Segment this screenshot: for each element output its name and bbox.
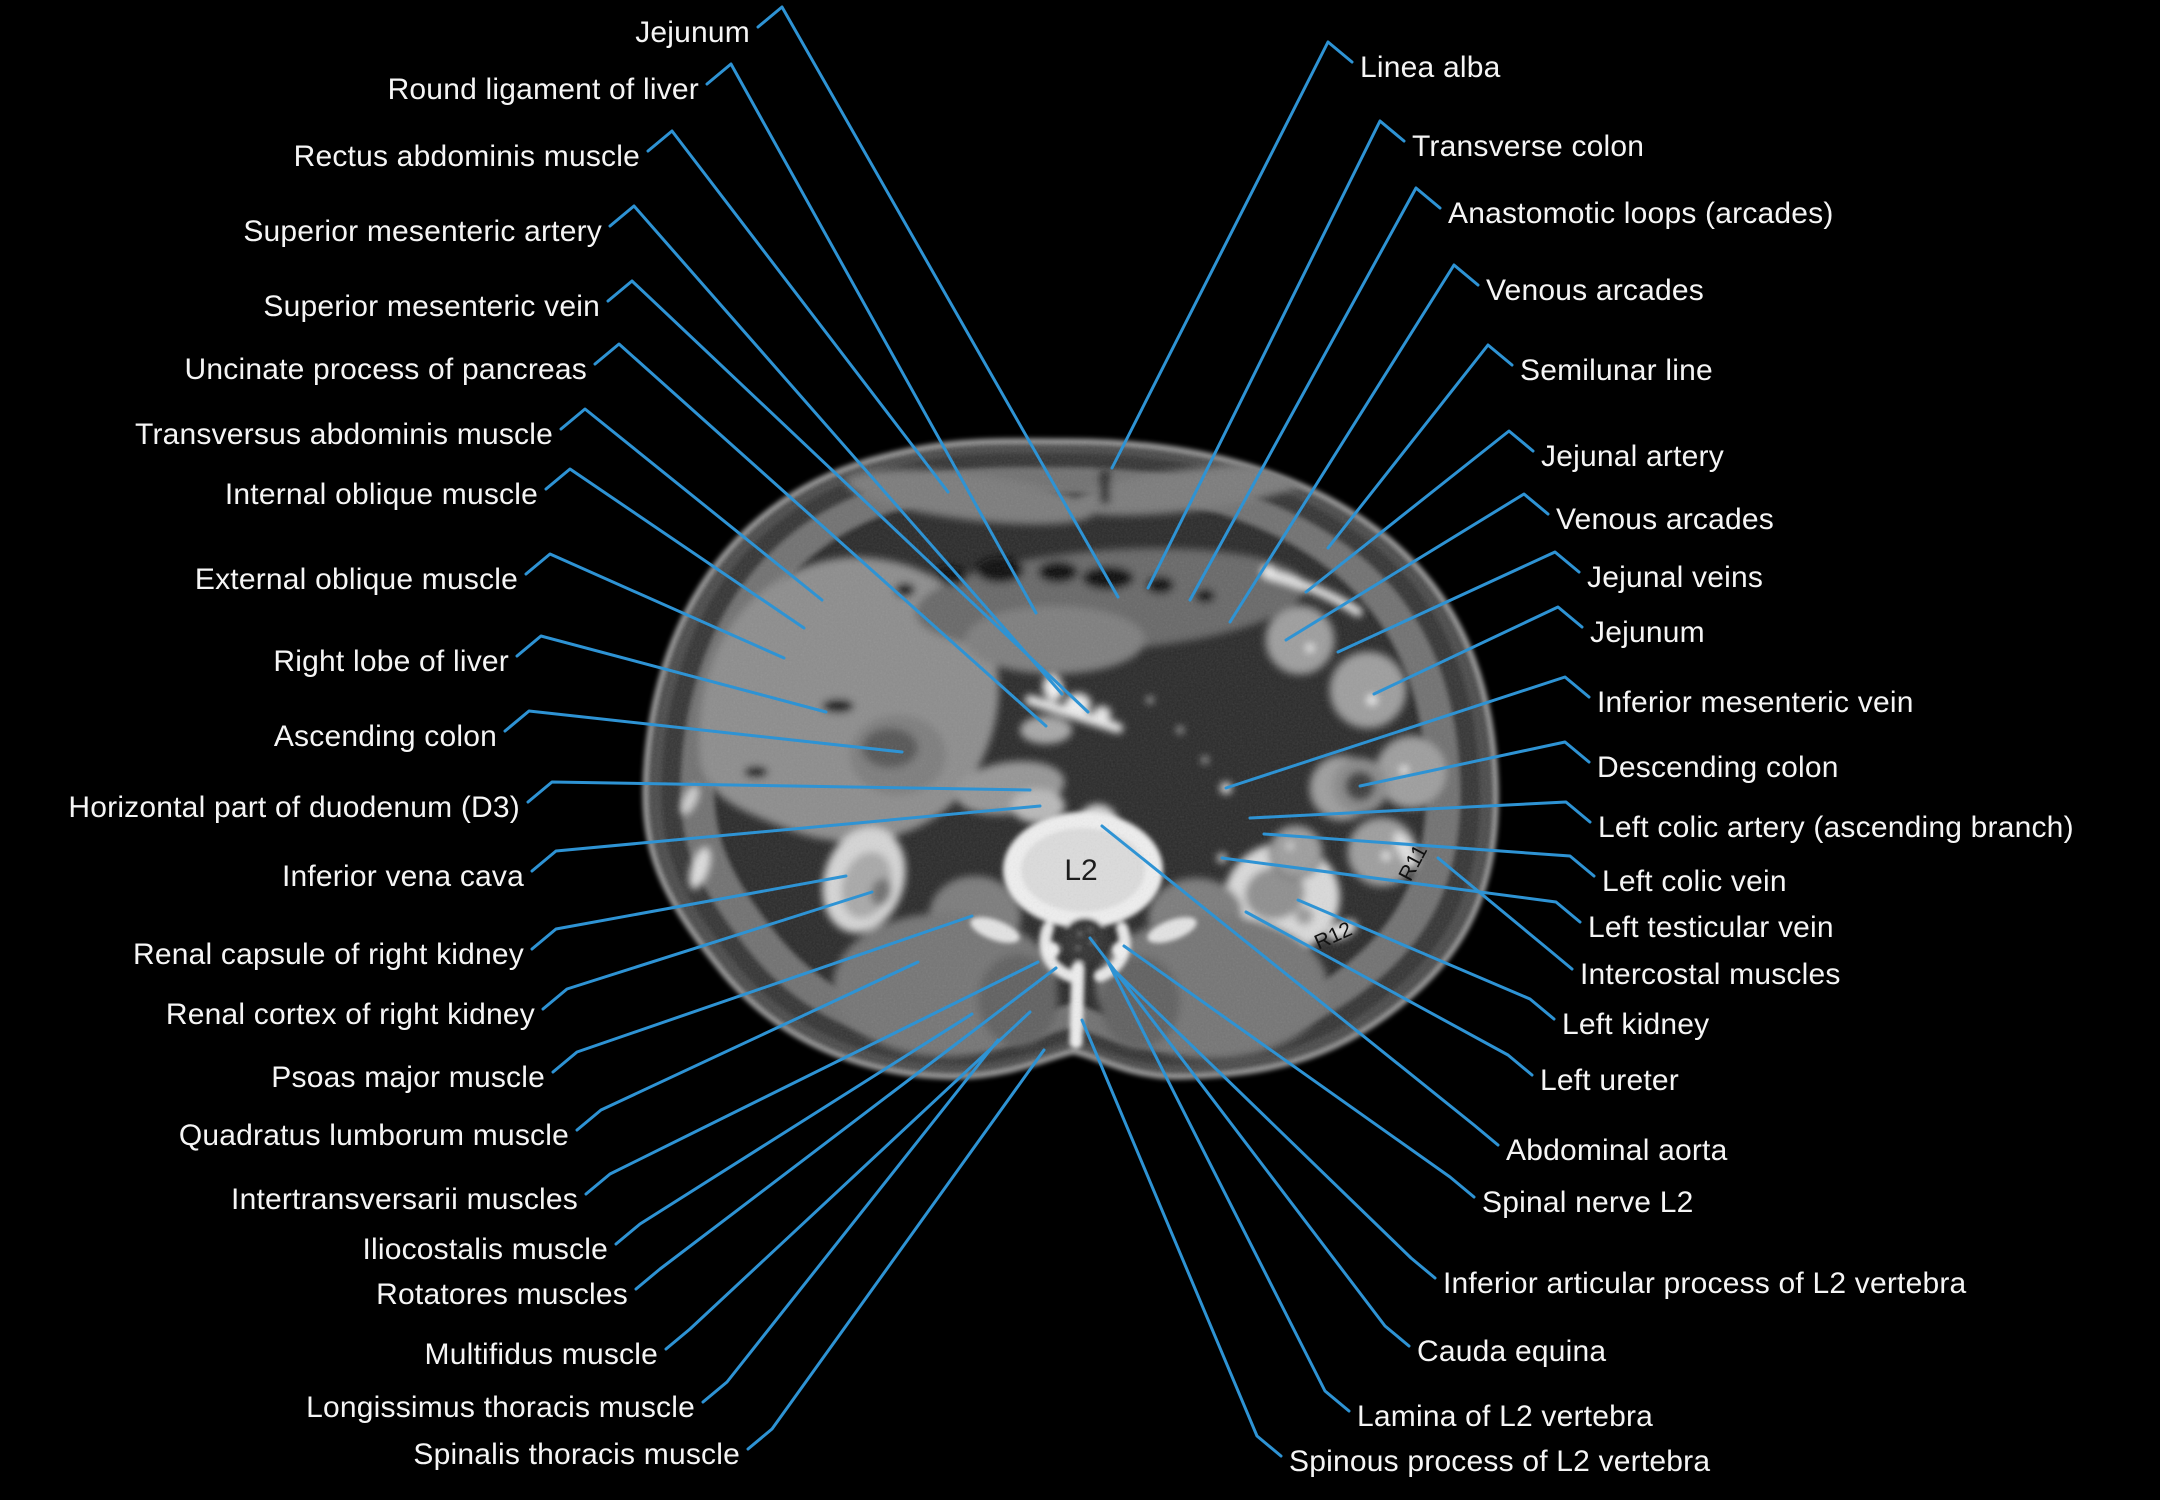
label-horizontal-part-of-duodenum-d3: Horizontal part of duodenum (D3) xyxy=(68,790,520,824)
internal-anatomy xyxy=(644,440,1497,1078)
label-left-kidney: Left kidney xyxy=(1562,1007,1710,1041)
leader-line-semilunar-line xyxy=(1326,343,1514,550)
leader-line-longissimus-thoracis-muscle xyxy=(701,1038,1000,1404)
leader-line-descending-colon xyxy=(1358,740,1591,788)
leader-line-intertransversarii-muscles xyxy=(584,960,1040,1196)
label-spinous-process-of-l2-vertebra: Spinous process of L2 vertebra xyxy=(1289,1444,1711,1478)
label-right-lobe-of-liver: Right lobe of liver xyxy=(273,644,509,678)
leader-line-rectus-abdominis-muscle xyxy=(646,129,950,494)
label-inferior-vena-cava: Inferior vena cava xyxy=(281,859,524,893)
leader-line-lamina-of-l2-vertebra xyxy=(1106,960,1351,1413)
label-ascending-colon: Ascending colon xyxy=(273,719,497,753)
label-quadratus-lumborum-muscle: Quadratus lumborum muscle xyxy=(178,1118,569,1152)
label-iliocostalis-muscle: Iliocostalis muscle xyxy=(362,1232,608,1266)
label-renal-capsule-of-right-kidney: Renal capsule of right kidney xyxy=(132,937,524,971)
leader-line-horizontal-part-of-duodenum-d3 xyxy=(526,780,1032,804)
label-uncinate-process-of-pancreas: Uncinate process of pancreas xyxy=(184,352,587,386)
label-intertransversarii-muscles: Intertransversarii muscles xyxy=(231,1182,578,1216)
leader-line-ascending-colon xyxy=(503,709,904,754)
leader-line-multifidus-muscle xyxy=(664,1010,1032,1351)
leader-line-quadratus-lumborum-muscle xyxy=(575,960,920,1132)
label-descending-colon: Descending colon xyxy=(1597,750,1839,784)
label-jejunum: Jejunum xyxy=(1590,615,1705,649)
label-transverse-colon: Transverse colon xyxy=(1412,129,1645,163)
label-left-testicular-vein: Left testicular vein xyxy=(1588,910,1834,944)
label-spinal-nerve-l2: Spinal nerve L2 xyxy=(1482,1185,1694,1219)
label-transversus-abdominis-muscle: Transversus abdominis muscle xyxy=(135,417,553,451)
label-rectus-abdominis-muscle: Rectus abdominis muscle xyxy=(293,139,640,173)
leader-line-jejunum xyxy=(1372,605,1584,696)
leader-line-superior-mesenteric-artery xyxy=(608,204,1064,696)
label-left-colic-artery-ascending-branch: Left colic artery (ascending branch) xyxy=(1598,810,2074,844)
leader-line-psoas-major-muscle xyxy=(551,914,974,1074)
label-intercostal-muscles: Intercostal muscles xyxy=(1580,957,1841,991)
leader-line-rotatores-muscles xyxy=(634,966,1058,1291)
leader-line-cauda-equina xyxy=(1088,936,1411,1348)
leader-line-spinal-nerve-l2 xyxy=(1122,944,1476,1199)
label-multifidus-muscle: Multifidus muscle xyxy=(424,1337,658,1371)
leader-line-jejunal-artery xyxy=(1304,429,1535,594)
leader-line-left-kidney xyxy=(1296,898,1556,1021)
label-abdominal-aorta: Abdominal aorta xyxy=(1506,1133,1728,1167)
label-semilunar-line: Semilunar line xyxy=(1520,353,1713,387)
leader-line-spinalis-thoracis-muscle xyxy=(746,1048,1046,1451)
label-round-ligament-of-liver: Round ligament of liver xyxy=(387,72,699,106)
label-psoas-major-muscle: Psoas major muscle xyxy=(271,1060,545,1094)
label-superior-mesenteric-vein: Superior mesenteric vein xyxy=(263,289,600,323)
leader-line-inferior-vena-cava xyxy=(530,804,1042,873)
leader-line-inferior-mesenteric-vein xyxy=(1224,675,1591,790)
leader-line-anastomotic-loops-arcades xyxy=(1188,186,1442,602)
leader-line-renal-cortex-of-right-kidney xyxy=(541,890,874,1011)
label-venous-arcades: Venous arcades xyxy=(1486,273,1704,307)
leader-line-transverse-colon xyxy=(1146,119,1406,590)
label-left-ureter: Left ureter xyxy=(1540,1063,1679,1097)
leader-line-external-oblique-muscle xyxy=(524,552,786,660)
label-venous-arcades: Venous arcades xyxy=(1556,502,1774,536)
label-inferior-mesenteric-vein: Inferior mesenteric vein xyxy=(1597,685,1914,719)
leader-line-uncinate-process-of-pancreas xyxy=(593,342,1048,728)
label-spinalis-thoracis-muscle: Spinalis thoracis muscle xyxy=(413,1437,740,1471)
label-longissimus-thoracis-muscle: Longissimus thoracis muscle xyxy=(306,1390,695,1424)
leader-line-inferior-articular-process-of-l2-vertebra xyxy=(1114,970,1437,1280)
leader-line-internal-oblique-muscle xyxy=(544,467,806,630)
label-left-colic-vein: Left colic vein xyxy=(1602,864,1787,898)
label-lamina-of-l2-vertebra: Lamina of L2 vertebra xyxy=(1357,1399,1654,1433)
label-internal-oblique-muscle: Internal oblique muscle xyxy=(224,477,538,511)
label-cauda-equina: Cauda equina xyxy=(1417,1334,1607,1368)
leader-line-left-ureter xyxy=(1244,910,1534,1077)
leader-line-left-colic-vein xyxy=(1262,832,1596,878)
label-renal-cortex-of-right-kidney: Renal cortex of right kidney xyxy=(165,997,535,1031)
leader-line-superior-mesenteric-vein xyxy=(606,279,1090,714)
label-external-oblique-muscle: External oblique muscle xyxy=(194,562,518,596)
label-jejunum: Jejunum xyxy=(635,15,750,49)
leader-line-spinous-process-of-l2-vertebra xyxy=(1080,1018,1283,1458)
leader-line-jejunal-veins xyxy=(1336,550,1581,654)
leader-line-transversus-abdominis-muscle xyxy=(559,407,824,602)
leader-line-round-ligament-of-liver xyxy=(705,62,1038,615)
leader-line-venous-arcades xyxy=(1284,492,1550,642)
label-linea-alba: Linea alba xyxy=(1360,50,1501,84)
leader-line-right-lobe-of-liver xyxy=(515,634,828,714)
leader-line-left-testicular-vein xyxy=(1220,856,1582,924)
leader-line-intercostal-muscles xyxy=(1436,856,1574,971)
label-inferior-articular-process-of-l2-vertebra: Inferior articular process of L2 vertebr… xyxy=(1443,1266,1967,1300)
vertebra-label: L2 xyxy=(1064,854,1097,887)
leader-line-jejunum xyxy=(756,5,1120,599)
leader-line-linea-alba xyxy=(1110,40,1354,470)
label-rotatores-muscles: Rotatores muscles xyxy=(376,1277,628,1311)
leader-line-left-colic-artery-ascending-branch xyxy=(1248,800,1592,824)
leader-line-venous-arcades xyxy=(1228,263,1480,624)
leader-line-renal-capsule-of-right-kidney xyxy=(530,874,848,951)
label-superior-mesenteric-artery: Superior mesenteric artery xyxy=(243,214,602,248)
label-jejunal-veins: Jejunal veins xyxy=(1587,560,1764,594)
label-jejunal-artery: Jejunal artery xyxy=(1541,439,1724,473)
leader-line-iliocostalis-muscle xyxy=(614,1012,974,1246)
leader-line-abdominal-aorta xyxy=(1100,824,1500,1147)
label-anastomotic-loops-arcades: Anastomotic loops (arcades) xyxy=(1448,196,1834,230)
